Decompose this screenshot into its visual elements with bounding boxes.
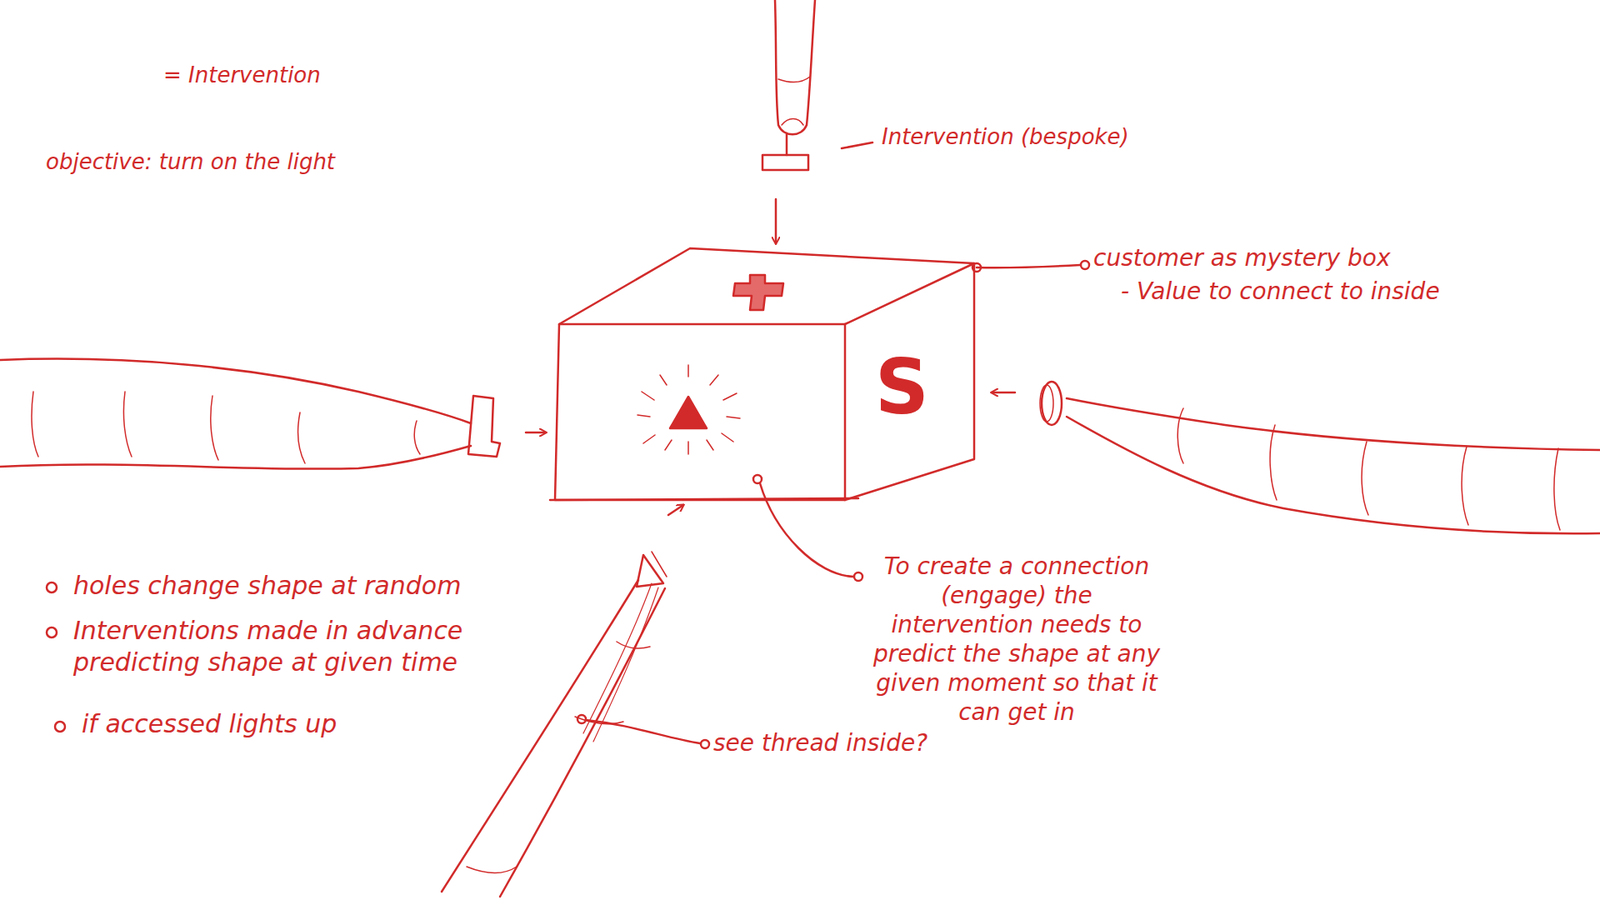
callout-label: - Value to connect to inside bbox=[1120, 276, 1488, 306]
callout-label: customer as mystery box bbox=[1093, 243, 1444, 273]
bullet-note: Interventions made in advance predicting… bbox=[73, 615, 474, 678]
callout-note: To create a connection (engage) the inte… bbox=[866, 551, 1167, 727]
bullet-note: if accessed lights up bbox=[81, 708, 482, 740]
bullet-note: holes change shape at random bbox=[73, 570, 540, 602]
objective-note: objective: turn on the light bbox=[45, 148, 463, 176]
callout-label: Intervention (bespoke) bbox=[881, 123, 1232, 151]
note: = Intervention bbox=[163, 61, 430, 90]
hole-shape: S bbox=[875, 350, 950, 425]
callout-label: see thread inside? bbox=[713, 728, 1014, 758]
